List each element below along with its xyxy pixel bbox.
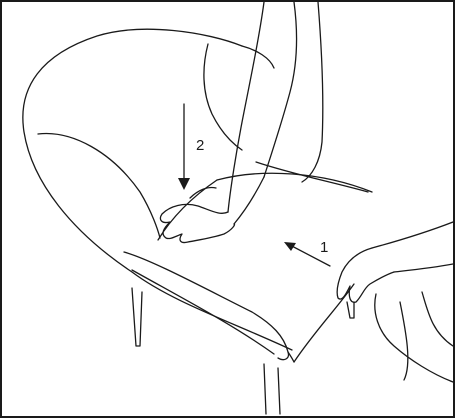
right-hand [337,248,394,302]
chair-leg-right [347,302,354,318]
chair-shell-inner [38,134,160,238]
chair-leg-left [132,288,142,346]
step-label-1: 1 [320,239,328,256]
step-label-2: 2 [196,137,204,154]
right-arm-top [372,222,453,248]
torso-line [302,2,323,182]
seat-cushion-top [217,173,372,192]
chair-shell-outer-upper [242,46,274,68]
seat-cushion-front-curve [288,352,294,362]
left-arm-lower [234,177,264,224]
left-hand-finger-line [190,187,216,198]
right-side-contour-lower [400,302,408,380]
chair-shell-outer [23,29,292,350]
right-arm-bottom [394,264,453,272]
waist-line [256,162,368,192]
chair-leg-front [264,364,280,414]
chair-back-inner [204,44,242,150]
chair-armrest-lower [124,252,288,360]
right-side-contour [375,294,453,382]
left-arm-outer [228,2,264,212]
left-arm-inner [264,2,297,177]
step-arrow-2 [178,104,190,190]
left-hand [160,204,234,242]
right-side-inner [422,292,453,346]
